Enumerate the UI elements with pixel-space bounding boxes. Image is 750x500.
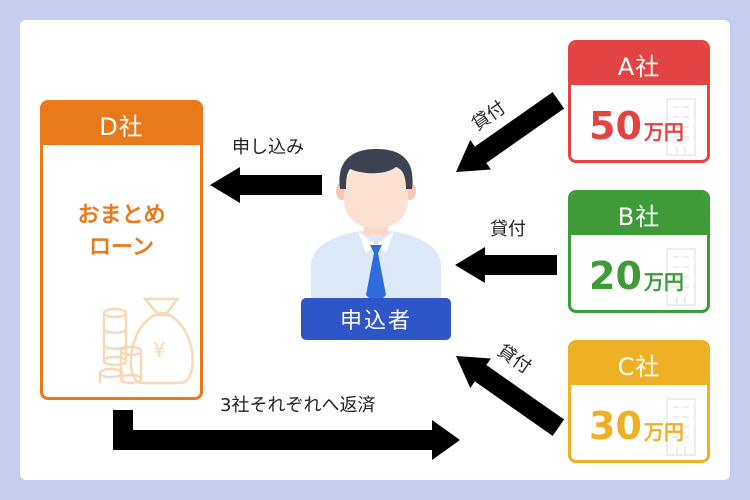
loan-b-arrow bbox=[455, 247, 557, 283]
money-bag-icon: ¥ bbox=[98, 297, 194, 385]
b-amount-value: 20 bbox=[589, 254, 642, 298]
c-amount-value: 30 bbox=[589, 404, 642, 448]
loan-c-arrow bbox=[456, 356, 565, 436]
applicant-badge: 申込者 bbox=[301, 298, 451, 340]
b-company-header: B社 bbox=[571, 193, 707, 235]
repay-arrow bbox=[113, 410, 460, 460]
d-company-line2: ローン bbox=[89, 235, 154, 260]
repay-label: 3社それぞれへ返済 bbox=[220, 395, 376, 416]
c-company-header: C社 bbox=[571, 343, 707, 385]
b-amount-unit: 万円 bbox=[643, 270, 684, 294]
applicant-person-icon bbox=[311, 149, 441, 305]
loan-a-arrow bbox=[456, 92, 565, 172]
d-company-header: D社 bbox=[43, 103, 200, 145]
a-company-header: A社 bbox=[571, 43, 707, 85]
a-amount-value: 50 bbox=[589, 104, 642, 148]
c-amount-unit: 万円 bbox=[643, 420, 684, 444]
d-company-line1: おまとめ bbox=[77, 203, 166, 228]
d-company-box: D社 おまとめ ローン ¥ bbox=[40, 100, 203, 400]
a-amount-unit: 万円 bbox=[643, 120, 684, 144]
loan-b-label: 貸付 bbox=[490, 219, 526, 240]
building-icon bbox=[666, 398, 696, 456]
apply-arrow bbox=[210, 167, 322, 203]
building-icon bbox=[666, 248, 696, 306]
svg-text:¥: ¥ bbox=[153, 338, 166, 362]
apply-label: 申し込み bbox=[232, 137, 304, 158]
building-icon bbox=[666, 98, 696, 156]
